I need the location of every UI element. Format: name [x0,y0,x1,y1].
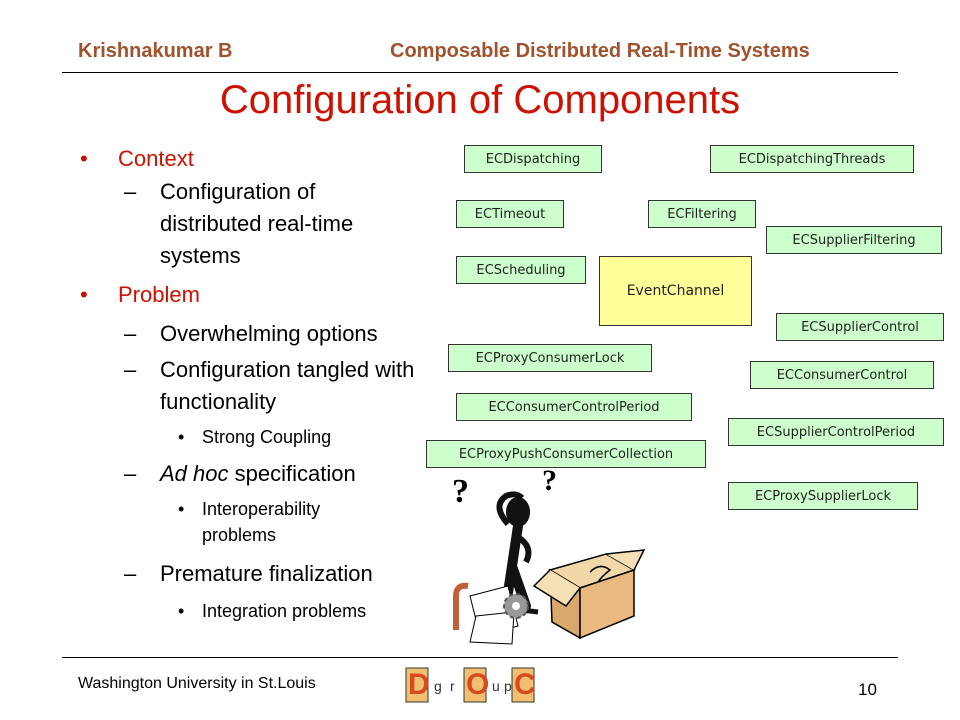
bullet-problem-sub2-sub1-text: Strong Coupling [202,427,332,447]
bullet-problem-sub3-sub1: • Interoperability problems [178,496,382,548]
bullet-problem-sub2-sub1: • Strong Coupling [178,424,438,450]
logo-letter-o: O [466,668,490,701]
bullet-dot: • [178,499,185,519]
bullet-dot: • [80,282,88,307]
dash-marker: – [124,357,137,382]
logo-letter-g: g [434,678,442,694]
bullet-dot: • [178,601,185,621]
bullet-context-label: Context [118,146,194,171]
page-number: 10 [858,680,877,699]
logo-letter-r: r [450,678,455,694]
bullet-problem-sub4: – Premature finalization [124,558,438,590]
header-divider [62,72,898,73]
bullet-problem-sub1: – Overwhelming options [124,318,460,350]
bullet-problem-sub2-text: Configuration tangled with functionality [160,357,415,414]
bullet-dot: • [80,146,88,171]
logo-letter-u: u [492,678,500,694]
component-ecsupplierfiltering: ECSupplierFiltering [766,226,942,254]
logo-letter-d: D [408,668,430,701]
component-ecsuppliercontrol: ECSupplierControl [776,313,944,341]
bullet-problem-sub3-rest: specification [228,461,356,486]
event-channel-box: EventChannel [599,256,752,326]
bullet-problem-sub3-sub1-text: Interoperability problems [202,499,321,545]
bullet-context: • Context [80,146,438,176]
logo-letter-c: C [514,668,536,701]
svg-text:?: ? [542,466,557,497]
dash-marker: – [124,179,137,204]
slide-title: Configuration of Components [219,78,741,122]
bullet-problem-sub2: – Configuration tangled with functionali… [124,354,420,418]
bullet-problem-label: Problem [118,282,200,307]
bullet-problem-sub1-text: Overwhelming options [160,321,378,346]
header-author: Krishnakumar B [78,40,233,62]
bullet-context-sub1: – Configuration of distributed real-time… [124,176,420,272]
bullet-dot: • [178,427,185,447]
footer-divider [62,657,898,658]
confused-person-illustration: ? ? [452,466,646,645]
bullet-problem-sub4-sub1: • Integration problems [178,598,438,624]
svg-text:?: ? [452,473,469,510]
bullet-problem-sub4-sub1-text: Integration problems [202,601,367,621]
bullet-problem-sub3-italic: Ad hoc [160,461,229,486]
bullet-problem-sub3: – Ad hoc specification [124,458,438,490]
component-ecproxyconsumerlock: ECProxyConsumerLock [448,344,652,372]
dash-marker: – [124,321,137,346]
component-ecproxypushconsumercollection: ECProxyPushConsumerCollection [426,440,706,468]
component-ecscheduling: ECScheduling [456,256,586,284]
footer-institution: Washington University in St.Louis [78,675,316,692]
bullet-list: • Context – Configuration of distributed… [80,146,438,624]
component-ecconsumercontrol: ECConsumerControl [750,361,934,389]
component-ecsuppliercontrolperiod: ECSupplierControlPeriod [728,418,944,446]
dash-marker: – [124,461,137,486]
header-course-title: Composable Distributed Real-Time Systems [390,40,810,62]
doc-group-logo-image [405,667,535,703]
dash-marker: – [124,561,137,586]
component-ectimeout: ECTimeout [456,200,564,228]
component-ecproxysupplierlock: ECProxySupplierLock [728,482,918,510]
bullet-context-sub1-text: Configuration of distributed real-time s… [160,179,354,268]
component-ecdispatchingthreads: ECDispatchingThreads [710,145,914,173]
logo-letter-p: p [504,678,512,694]
bullet-problem: • Problem [80,282,438,312]
bullet-problem-sub4-text: Premature finalization [160,561,373,586]
doc-group-logo: D g r O u p C [404,664,536,708]
component-ecconsumercontrolperiod: ECConsumerControlPeriod [456,393,692,421]
component-ecdispatching: ECDispatching [464,145,602,173]
component-ecfiltering: ECFiltering [648,200,756,228]
